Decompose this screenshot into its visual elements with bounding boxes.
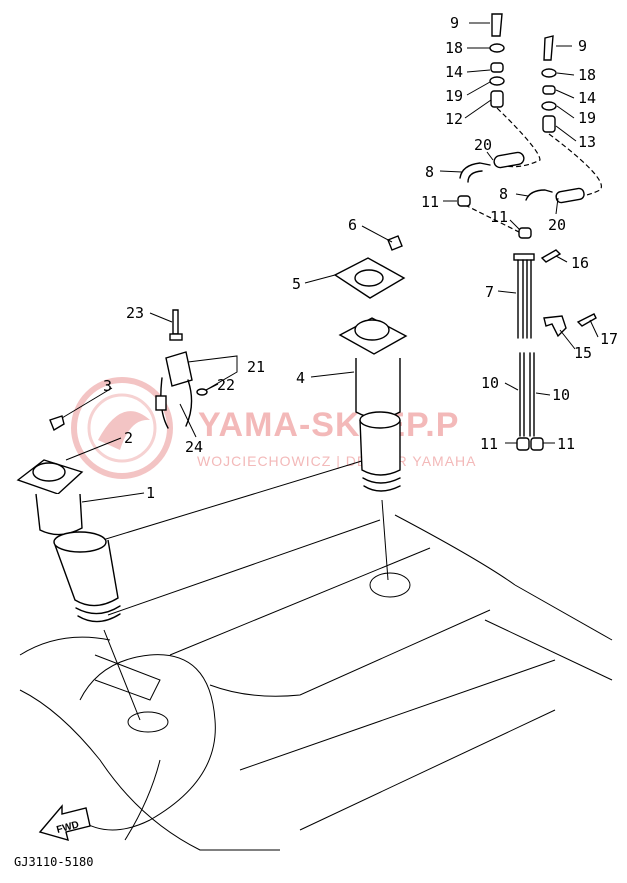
part-label-18a: 18: [445, 39, 463, 57]
part-label-20b: 20: [548, 216, 566, 234]
part-label-1: 1: [146, 484, 155, 502]
part-label-10b: 10: [552, 386, 570, 404]
part-7-tube: [513, 253, 535, 339]
part-label-19b: 19: [578, 109, 596, 127]
part-label-12: 12: [445, 110, 463, 128]
part-label-17: 17: [600, 330, 618, 348]
part-label-3: 3: [103, 377, 112, 395]
part-label-10a: 10: [481, 374, 499, 392]
part-11a-cap: [457, 195, 471, 207]
part-label-19a: 19: [445, 87, 463, 105]
part-labels: 9 18 14 19 12 9 18 14 19 13 20 8 8 11 11…: [103, 14, 618, 502]
part-12-fitting: [490, 90, 504, 108]
part-label-11a: 11: [421, 193, 439, 211]
part-label-14b: 14: [578, 89, 596, 107]
part-label-2: 2: [124, 429, 133, 447]
part-24-tie: [155, 395, 167, 411]
part-label-15: 15: [574, 344, 592, 362]
part-16-clip: [540, 249, 562, 263]
part-11d-cap: [530, 437, 544, 451]
part-label-8a: 8: [425, 163, 434, 181]
part-9a-pipe: [491, 13, 503, 37]
part-label-18b: 18: [578, 66, 596, 84]
part-9b-pipe: [543, 35, 554, 61]
part-label-14a: 14: [445, 63, 463, 81]
part-11b-cap: [518, 227, 532, 239]
part-5-gasket: [333, 257, 406, 299]
part-18a-clamp: [489, 43, 505, 53]
part-11c-cap: [516, 437, 530, 451]
part-label-4: 4: [296, 369, 305, 387]
part-label-8b: 8: [499, 185, 508, 203]
part-label-6: 6: [348, 216, 357, 234]
route-line-c: [464, 204, 526, 236]
part-22-washer: [196, 388, 208, 396]
part-label-5: 5: [292, 275, 301, 293]
part-label-11b: 11: [490, 208, 508, 226]
part-6-bolt: [387, 235, 403, 251]
part-19a-clamp: [489, 76, 505, 86]
part-label-22: 22: [217, 376, 235, 394]
part-10-tubes: [519, 352, 535, 437]
part-label-23: 23: [126, 304, 144, 322]
part-13-fitting: [542, 115, 556, 133]
part-8a-hose: [459, 162, 491, 179]
part-23-bolt: [172, 309, 179, 335]
part-17-clip: [576, 313, 597, 327]
watermark-brand: YAMA-SKLEP.P: [198, 406, 459, 444]
diagram-code: GJ3110-5180: [14, 855, 93, 869]
part-label-9a: 9: [450, 14, 459, 32]
part-14b-cap: [542, 85, 556, 95]
part-1-vent-assembly: [16, 459, 141, 721]
part-label-16: 16: [571, 254, 589, 272]
part-20a-hose: [493, 151, 525, 169]
part-4-vent-pipe: [338, 317, 408, 581]
part-label-9b: 9: [578, 37, 587, 55]
fwd-arrow-icon: FWD: [38, 804, 91, 842]
part-19b-clamp: [541, 101, 557, 111]
part-label-13: 13: [578, 133, 596, 151]
part-20b-hose: [555, 187, 585, 204]
part-18b-clamp: [541, 68, 557, 78]
hull-outline: [19, 459, 613, 851]
watermark: YAMA-SKLEP.P WOJCIECHOWICZ | DEALER YAMA…: [71, 377, 476, 479]
watermark-subtitle: WOJCIECHOWICZ | DEALER YAMAHA: [197, 453, 476, 469]
route-line-a: [496, 107, 541, 168]
part-label-20a: 20: [474, 136, 492, 154]
part-label-24: 24: [185, 438, 203, 456]
leader-lines: [61, 22, 599, 503]
watermark-logo-icon: [71, 377, 173, 479]
part-14a-cap: [490, 62, 504, 73]
part-label-11c: 11: [480, 435, 498, 453]
part-3-screw: [49, 415, 65, 432]
part-label-7: 7: [485, 283, 494, 301]
part-21-bracket: [160, 351, 193, 429]
part-8b-hose: [525, 189, 553, 201]
part-label-11d: 11: [557, 435, 575, 453]
part-label-21: 21: [247, 358, 265, 376]
